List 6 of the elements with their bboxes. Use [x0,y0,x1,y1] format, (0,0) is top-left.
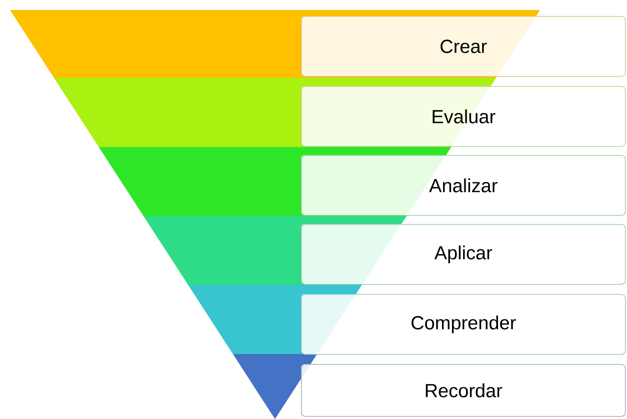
label-box: Crear [301,16,626,77]
label-box: Analizar [301,155,626,216]
label-box: Evaluar [301,86,626,147]
label-box: Comprender [301,294,626,355]
label-box: Aplicar [301,224,626,285]
label-box: Recordar [301,364,626,417]
